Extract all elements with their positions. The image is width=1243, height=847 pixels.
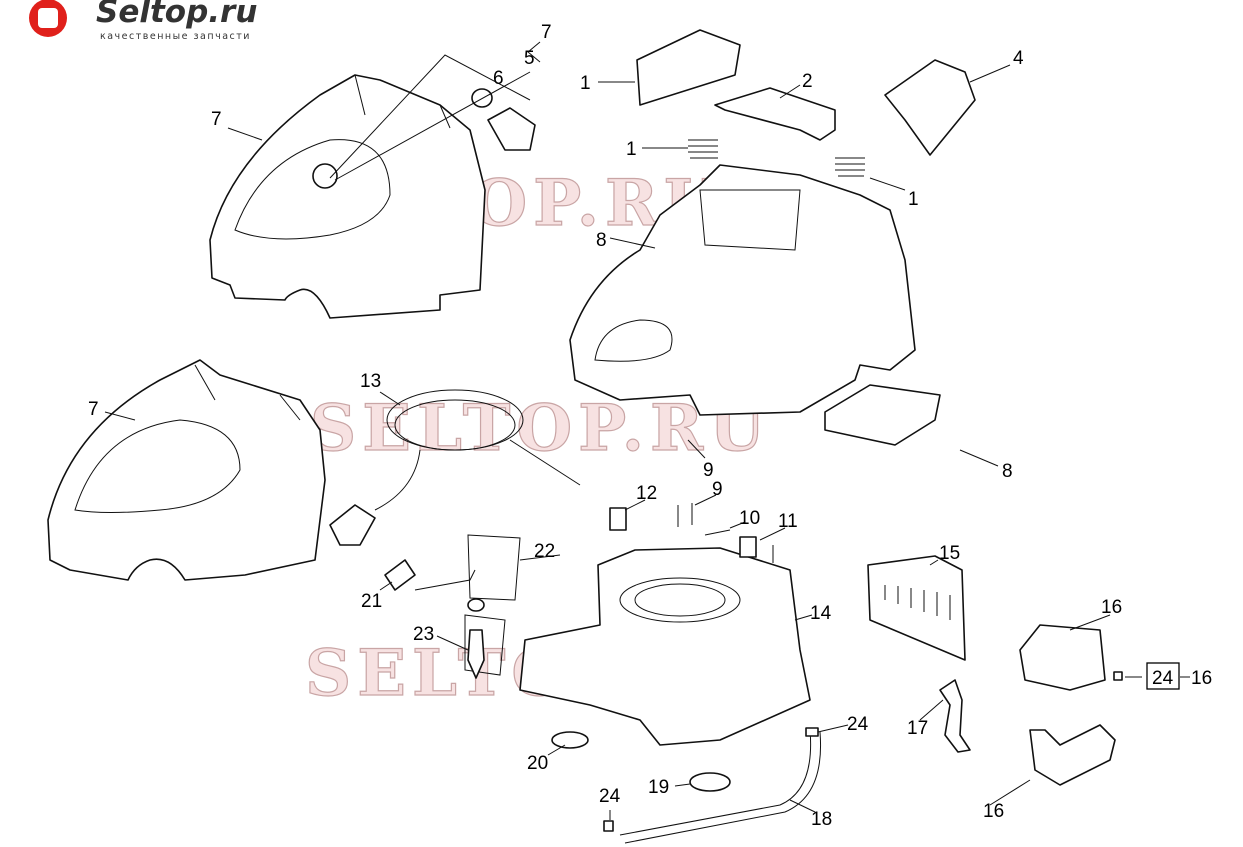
callout: 5 xyxy=(524,48,535,69)
part-button-4 xyxy=(884,59,976,156)
part-button-1 xyxy=(636,29,741,106)
logo-title: Seltop.ru xyxy=(96,0,257,30)
callout: 19 xyxy=(648,777,669,798)
part-23 xyxy=(467,629,485,679)
callout: 14 xyxy=(810,603,832,624)
part-pump-16 xyxy=(1019,624,1106,691)
callout: 20 xyxy=(527,753,548,774)
part-ring-20 xyxy=(551,731,589,749)
callout: 24 xyxy=(847,714,869,735)
callout: 10 xyxy=(739,508,760,529)
part-hose-18 xyxy=(619,729,822,844)
part-cover-top xyxy=(209,74,486,319)
callout: 16 xyxy=(1101,597,1122,618)
part-switch-11 xyxy=(739,536,757,558)
callout: 4 xyxy=(1013,48,1024,69)
callout: 12 xyxy=(636,483,657,504)
callout: 9 xyxy=(703,460,714,481)
part-hose-17 xyxy=(939,679,971,753)
part-22 xyxy=(467,598,485,612)
callout: 9 xyxy=(712,479,723,500)
callout: 1 xyxy=(580,73,591,94)
callout: 15 xyxy=(939,543,960,564)
callout: 8 xyxy=(1002,461,1013,482)
callout: 24 xyxy=(1152,668,1174,689)
callout: 16 xyxy=(983,801,1004,822)
part-housing-8 xyxy=(569,164,916,416)
callout: 1 xyxy=(626,139,637,160)
part-handle-2 xyxy=(714,87,836,141)
part-cord-13 xyxy=(329,389,581,546)
callout: 17 xyxy=(907,718,928,739)
part-plate-8 xyxy=(824,384,941,446)
callout: 1 xyxy=(908,189,919,210)
callout: 18 xyxy=(811,809,832,830)
callout: 16 xyxy=(1191,668,1212,689)
callout: 13 xyxy=(360,371,381,392)
part-6 xyxy=(471,88,493,108)
part-24 xyxy=(603,820,614,832)
logo-subtitle: качественные запчасти xyxy=(100,31,251,42)
part-24 xyxy=(1113,671,1123,681)
callout: 23 xyxy=(413,624,434,645)
part-bracket-16 xyxy=(1029,724,1116,786)
spring xyxy=(688,139,865,177)
part-cover-bottom xyxy=(47,359,326,581)
callout: 6 xyxy=(493,68,504,89)
callout: 7 xyxy=(541,22,552,43)
callout: 22 xyxy=(534,541,555,562)
leader-lines xyxy=(104,41,1190,820)
callout: 8 xyxy=(596,230,607,251)
part-5 xyxy=(487,107,536,151)
watermark: SELTOP.RU xyxy=(310,391,771,466)
part-ring-19 xyxy=(689,772,731,792)
callout: 2 xyxy=(802,71,813,92)
part-base-14 xyxy=(519,547,811,746)
callout: 7 xyxy=(88,399,99,420)
callout: 11 xyxy=(778,511,798,532)
part-panel-15 xyxy=(867,555,966,661)
part-21 xyxy=(384,559,416,591)
part-switch-12 xyxy=(609,507,627,531)
callout: 24 xyxy=(599,786,621,807)
seltop-logo[interactable]: Seltop.ru качественные запчасти xyxy=(29,0,257,42)
callout-box xyxy=(1146,662,1180,690)
callout: 21 xyxy=(361,591,382,612)
callout: 7 xyxy=(211,109,222,130)
part-24 xyxy=(805,727,819,737)
callout-labels: 7 5 6 7 1 2 4 1 1 8 7 13 9 8 12 9 10 11 … xyxy=(88,22,1212,830)
